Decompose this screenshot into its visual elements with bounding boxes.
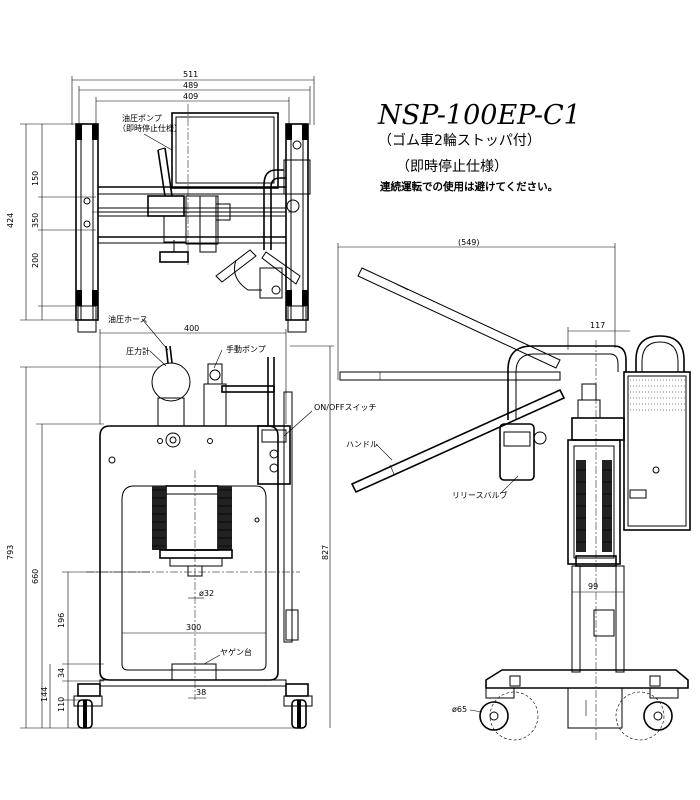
label-anvil: ヤゲン台 <box>220 647 252 657</box>
dim-300: 300 <box>186 623 201 632</box>
label-release-valve: リリースバルブ <box>452 490 508 500</box>
front-view: 400 793 660 196 34 144 110 827 <box>6 314 376 729</box>
dim-150: 150 <box>31 171 40 186</box>
model-title: NSP-100EP-C1 <box>377 100 581 131</box>
dim-32: ø32 <box>199 589 214 598</box>
usage-note: 連続運転での使用は避けてください。 <box>380 180 558 193</box>
dim-99: 99 <box>588 582 598 591</box>
label-hand-pump: 手動ポンプ <box>226 344 266 354</box>
label-switch: ON/OFFスイッチ <box>314 403 376 412</box>
spring-coil-left <box>152 486 166 550</box>
dim-65: ø65 <box>452 705 467 714</box>
dim-117: 117 <box>590 321 605 330</box>
dim-827: 827 <box>321 545 330 560</box>
vent-grill <box>630 379 686 411</box>
label-hose: 油圧ホース <box>108 314 148 324</box>
dim-489: 489 <box>183 81 198 90</box>
dim-196: 196 <box>57 613 66 628</box>
dim-200: 200 <box>31 253 40 268</box>
label-pump-sub: （即時停止仕様） <box>118 123 182 133</box>
dim-424: 424 <box>6 213 15 228</box>
label-handle: ハンドル <box>346 440 378 449</box>
caster-front-right <box>283 695 313 729</box>
dim-409: 409 <box>183 92 198 101</box>
dim-350: 350 <box>31 213 40 228</box>
dim-549: (549) <box>458 238 480 247</box>
dim-400: 400 <box>184 324 199 333</box>
dim-144: 144 <box>40 687 49 702</box>
dim-38: 38 <box>196 688 206 697</box>
dim-110: 110 <box>57 697 66 712</box>
dim-34: 34 <box>57 668 66 678</box>
label-gauge: 圧力計 <box>126 346 150 356</box>
top-view: 511 489 409 424 150 350 200 <box>6 70 315 333</box>
title-block: NSP-100EP-C1 （ゴム車2輪ストッパ付） （即時停止仕様） 連続運転で… <box>377 100 581 193</box>
side-view: (549) 117 <box>337 238 691 741</box>
subtitle-stop-spec: （即時停止仕様） <box>396 158 508 175</box>
caster-side-right <box>643 687 679 731</box>
dim-793: 793 <box>6 545 15 560</box>
label-pump: 油圧ポンプ <box>122 113 162 123</box>
side-spring-coil <box>576 460 612 552</box>
caster-front-left <box>73 695 103 729</box>
dim-511: 511 <box>183 70 198 79</box>
caster-side-left <box>479 687 515 731</box>
spring-coil-right <box>218 486 232 550</box>
dim-660: 660 <box>31 569 40 584</box>
subtitle-stopper: （ゴム車2輪ストッパ付） <box>378 132 541 149</box>
